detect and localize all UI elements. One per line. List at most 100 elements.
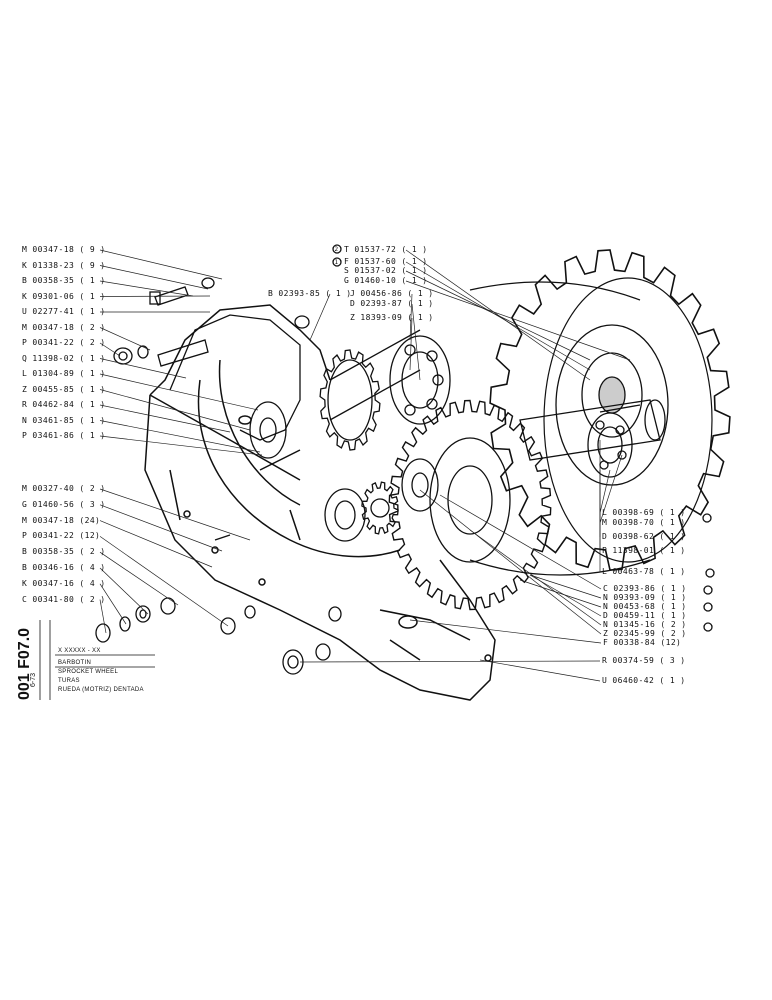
- part-label: T 01537-72 ( 1 ): [344, 245, 428, 254]
- leader-line: [469, 529, 602, 626]
- leader-line: [405, 280, 631, 361]
- leader-line: [405, 270, 591, 361]
- leader-line: [99, 265, 209, 290]
- marker-1: 1: [334, 258, 339, 266]
- leader-line: [405, 249, 591, 381]
- part-label: M 00398-70 ( 1 ): [602, 518, 686, 527]
- part-label: Q 11398-02 ( 1 ): [22, 353, 106, 363]
- title-fr: BARBOTIN: [58, 660, 92, 666]
- part-label: F 01537-60 ( 1 ): [344, 257, 428, 266]
- bearing-shaft: [587, 412, 633, 478]
- pinion-gear: [319, 329, 421, 451]
- leader-line: [99, 420, 261, 453]
- leader-line: [99, 567, 149, 615]
- small-gear-ring: [324, 458, 439, 542]
- part-label: Z 18393-09 ( 1 ): [350, 313, 434, 322]
- leader-line: [99, 342, 121, 357]
- leader-line: [99, 599, 107, 634]
- part-label: L 01304-89 ( 1 ): [22, 369, 106, 378]
- part-label: M 00347-18 (24): [22, 515, 101, 525]
- leader-line: [299, 660, 601, 663]
- leader-line: [409, 293, 413, 341]
- title-it: TURAS: [58, 678, 80, 684]
- leader-line: [99, 295, 211, 297]
- leader-line: [99, 536, 229, 627]
- leader-line: [99, 583, 127, 625]
- part-label: K 00347-16 ( 4 ): [22, 578, 106, 588]
- leader-line: [99, 373, 259, 411]
- part-label: P 00341-22 (12): [22, 531, 101, 541]
- part-label: R 04462-84 ( 1 ): [22, 400, 106, 409]
- part-label: K 09301-06 ( 1 ): [22, 291, 106, 301]
- part-label: D 00398-62 ( 1 ): [602, 532, 686, 541]
- part-label: G 01460-10 ( 1 ): [344, 276, 428, 285]
- marker-2: 2: [334, 245, 339, 253]
- leader-line: [519, 579, 602, 608]
- leader-line: [99, 551, 179, 606]
- leader-line: [439, 494, 602, 590]
- part-label: U 06460-42 ( 1 ): [602, 676, 686, 685]
- part-label: B 00358-35 ( 2 ): [22, 547, 106, 557]
- leader-line: [99, 280, 194, 297]
- leader-line: [99, 249, 223, 280]
- part-label: M 00347-18 ( 9 ): [22, 245, 106, 254]
- drawing-date: 6-73: [30, 672, 37, 687]
- part-label: U 02277-41 ( 1 ): [22, 307, 106, 316]
- shaft: [519, 399, 666, 461]
- part-label: R 00374-59 ( 3 ): [602, 656, 686, 665]
- part-label: C 02393-86 ( 1 ): [603, 584, 687, 593]
- part-label: N 09393-09 ( 1 ): [603, 593, 687, 602]
- leader-line: [309, 293, 331, 341]
- leader-line: [411, 303, 421, 381]
- title-en: SPROCKET WHEEL: [58, 669, 119, 675]
- part-label: G 01460-56 ( 3 ): [22, 499, 106, 509]
- part-label: B 00346-16 ( 4 ): [22, 563, 106, 572]
- part-label: B 02393-85 ( 1 ): [268, 289, 352, 298]
- leader-line: [405, 261, 591, 371]
- part-label: Z 00455-85 ( 1 ): [22, 384, 106, 394]
- sprocket-wheel: [469, 249, 731, 576]
- part-label: L 00398-69 ( 1 ): [602, 508, 686, 517]
- leader-line: [99, 327, 151, 351]
- part-label: N 00453-68 ( 1 ): [603, 602, 687, 611]
- large-gear: [388, 399, 552, 611]
- leader-line: [529, 574, 602, 599]
- part-label: B 00358-35 ( 1 ): [22, 276, 106, 285]
- leader-line: [419, 489, 602, 635]
- leader-line: [599, 469, 611, 514]
- gear-housing: [144, 304, 496, 701]
- part-label: D 00459-11 ( 1 ): [603, 611, 687, 620]
- part-label: P 03461-86 ( 1 ): [22, 431, 106, 440]
- leader-line: [99, 389, 251, 431]
- drawing-code: 001 F07.0: [16, 627, 33, 700]
- fastener-parts: [95, 277, 342, 675]
- part-label: J 00456-86 ( 1 ): [350, 289, 434, 298]
- title-es: RUEDA (MOTRIZ) DENTADA: [58, 687, 144, 693]
- title-block-frame: [39, 620, 155, 700]
- drawing-ref: X XXXXX - XX: [58, 648, 101, 654]
- part-label: N 01345-16 ( 2 ): [603, 620, 687, 629]
- leader-line: [99, 504, 223, 552]
- part-label: M 00327-40 ( 2 ): [22, 484, 106, 493]
- part-label: L 00463-78 ( 1 ): [602, 567, 686, 576]
- part-label: Z 02345-99 ( 2 ): [603, 629, 687, 638]
- leader-line: [409, 317, 413, 371]
- bearing-upper: [389, 335, 451, 425]
- leader-line: [599, 454, 623, 524]
- leader-line: [99, 435, 263, 456]
- part-label: M 00347-18 ( 2 ): [22, 322, 106, 332]
- leader-line: [99, 404, 231, 433]
- leader-line: [479, 659, 601, 682]
- part-label: K 01338-23 ( 9 ): [22, 260, 106, 270]
- part-label: N 03461-85 ( 1 ): [22, 415, 106, 425]
- leader-line: [99, 488, 251, 541]
- part-label: S 01537-02 ( 1 ): [344, 266, 428, 275]
- part-label: F 00338-84 (12): [603, 638, 682, 647]
- part-label: C 00341-80 ( 2 ): [22, 594, 106, 604]
- part-label: D 02393-87 ( 1 ): [350, 299, 434, 308]
- leader-line: [99, 520, 213, 568]
- part-label: P 00341-22 ( 2 ): [22, 338, 106, 347]
- leader-line: [99, 358, 187, 379]
